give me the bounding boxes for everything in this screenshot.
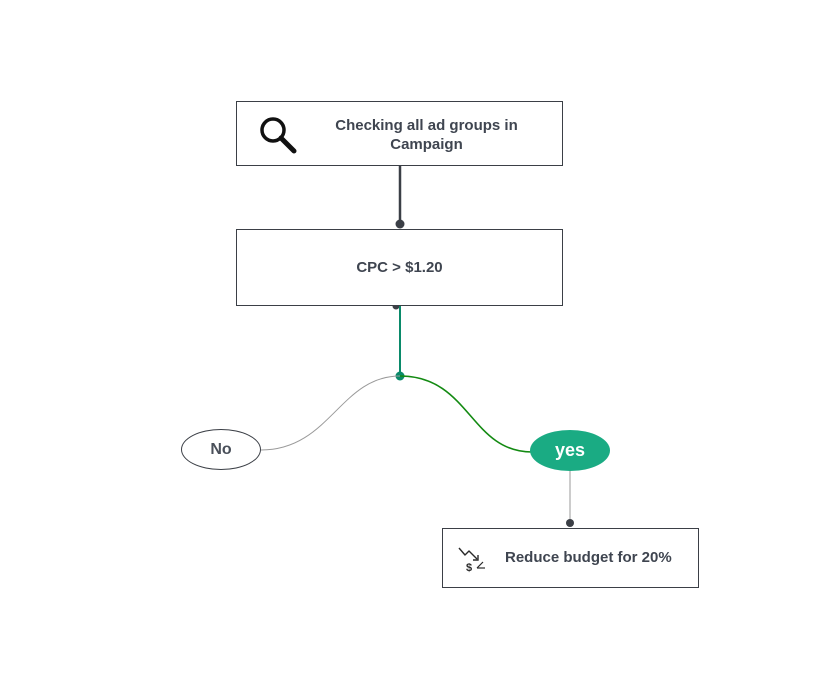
dollar-trend-down-icon: $ [458, 547, 485, 573]
action-node-label: Reduce budget for 20% [505, 549, 672, 566]
connector-branch-yes [399, 375, 533, 453]
branch-no-label: No [210, 440, 232, 458]
check-campaign-node[interactable]: Checking all ad groups in Campaign [236, 101, 563, 166]
branch-yes-oval[interactable]: yes [530, 430, 610, 471]
branch-yes-label: yes [554, 440, 586, 460]
branch-no-oval[interactable]: No [181, 429, 261, 470]
condition-node-label: CPC > $1.20 [356, 259, 443, 276]
connector-endpoint [395, 219, 405, 229]
svg-text:$: $ [466, 562, 472, 573]
reduce-budget-node[interactable]: $ Reduce budget for 20% [442, 528, 699, 588]
cpc-condition-node[interactable]: CPC > $1.20 [236, 229, 563, 306]
connector-endpoint [566, 519, 574, 527]
connector-branch-no [260, 375, 401, 451]
magnifier-icon [260, 117, 297, 154]
check-node-label: Checking all ad groups in Campaign [335, 117, 518, 153]
